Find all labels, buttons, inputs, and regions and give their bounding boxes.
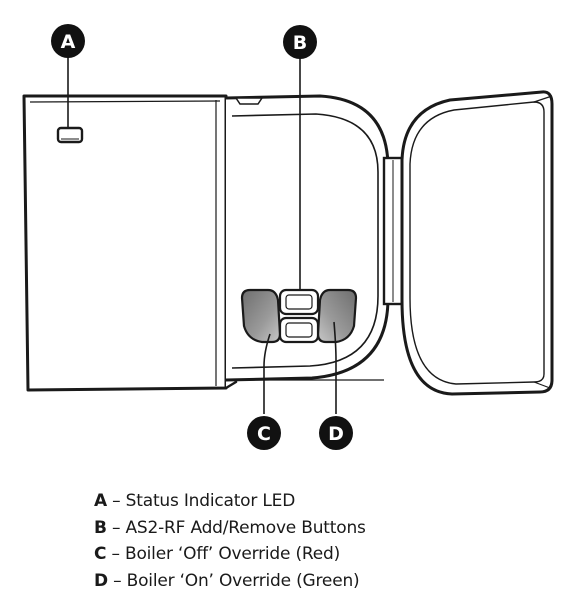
add-remove-buttons [278, 288, 320, 344]
callout-d: D [319, 416, 353, 450]
legend-key: A [94, 491, 107, 511]
callout-b-label: B [293, 32, 307, 54]
device-door [400, 90, 554, 396]
hinge [382, 156, 404, 306]
leader-c [263, 333, 271, 414]
callout-a-label: A [61, 31, 76, 53]
callout-a: A [51, 24, 85, 58]
legend-text: – AS2-RF Add/Remove Buttons [106, 517, 366, 538]
legend-key: B [94, 517, 107, 538]
callout-c-label: C [257, 423, 271, 445]
callout-b: B [283, 25, 317, 59]
legend-text: – Status Indicator LED [106, 491, 296, 511]
legend-key: C [94, 544, 107, 564]
legend-text: – Boiler ‘On’ Override (Green) [107, 570, 360, 591]
boiler-off-button[interactable] [240, 288, 282, 344]
device-cover [22, 94, 238, 392]
legend: A – Status Indicator LED B – AS2-RF Add/… [94, 488, 366, 594]
legend-key: D [94, 570, 108, 591]
legend-item-c: C – Boiler ‘Off’ Override (Red) [94, 541, 366, 568]
leader-d [333, 321, 337, 414]
receiver-diagram: A B C D [22, 24, 554, 450]
remove-button[interactable] [278, 316, 320, 344]
legend-text: – Boiler ‘Off’ Override (Red) [106, 544, 341, 564]
legend-item-b: B – AS2-RF Add/Remove Buttons [94, 515, 366, 542]
leader-lines [67, 56, 337, 414]
callout-c: C [247, 416, 281, 450]
callout-d-label: D [328, 423, 344, 445]
boiler-on-button[interactable] [316, 288, 358, 344]
add-button[interactable] [278, 288, 320, 316]
legend-item-a: A – Status Indicator LED [94, 488, 366, 515]
status-led-icon [56, 126, 84, 144]
legend-item-d: D – Boiler ‘On’ Override (Green) [94, 568, 366, 595]
